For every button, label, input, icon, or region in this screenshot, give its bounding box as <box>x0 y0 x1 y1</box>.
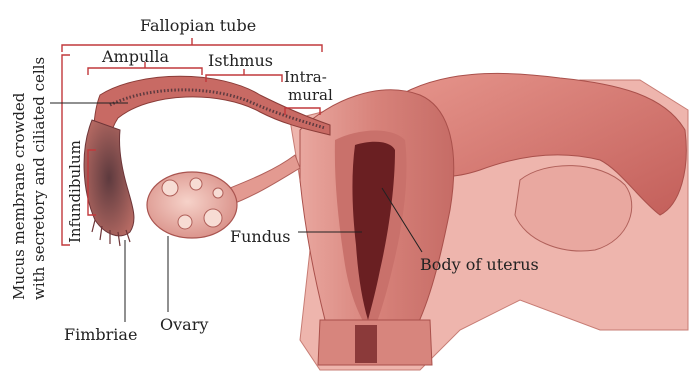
follicle <box>162 180 178 196</box>
isthmus-label: Isthmus <box>208 51 273 70</box>
fallopian-tube-bracket <box>62 38 322 52</box>
mucus-label-line1: Mucus membrane crowded <box>10 92 28 300</box>
fimbriae-label: Fimbriae <box>64 325 137 344</box>
cervical-canal <box>355 325 377 363</box>
infundibulum-label: Infundibulum <box>66 140 84 243</box>
fundus-label: Fundus <box>230 227 290 246</box>
follicle <box>190 178 202 190</box>
intramural-label-line1: Intra- <box>284 68 327 86</box>
intramural-label-line2: mural <box>288 86 333 104</box>
ampulla-label: Ampulla <box>101 47 170 66</box>
follicle <box>204 209 222 227</box>
follicle <box>213 188 223 198</box>
ovary-label: Ovary <box>160 315 208 334</box>
fimbriae-shape <box>84 120 134 236</box>
fallopian-tube-label: Fallopian tube <box>140 16 256 35</box>
follicle <box>178 215 192 229</box>
body-of-uterus-label: Body of uterus <box>420 255 539 274</box>
mucus-label-line2: with secretory and ciliated cells <box>30 57 48 300</box>
